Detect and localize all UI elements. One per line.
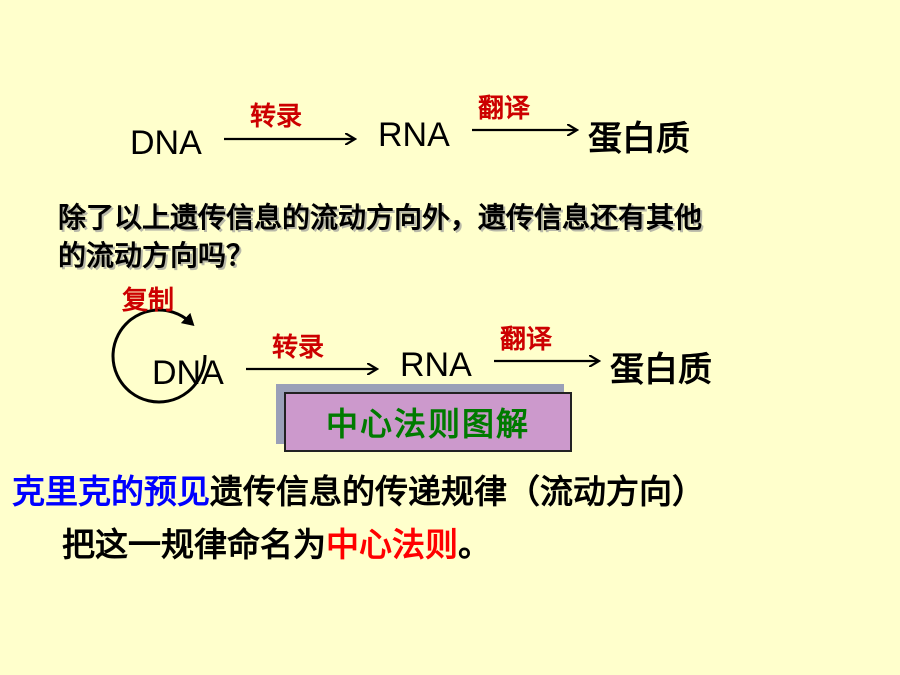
question-line-1: 除了以上遗传信息的流动方向外，遗传信息还有其他 bbox=[58, 201, 703, 234]
rna-label-2: RNA bbox=[400, 346, 472, 384]
rna-label-1: RNA bbox=[378, 116, 450, 154]
crick-prediction-highlight: 克里克的预见 bbox=[12, 472, 210, 511]
paragraph-line-2-suffix: 。 bbox=[458, 525, 491, 564]
paragraph-line-1: 克里克的预见遗传信息的传递规律（流动方向） bbox=[12, 475, 705, 508]
caption-text: 中心法则图解 bbox=[325, 405, 530, 443]
replication-loop-arrow bbox=[111, 308, 207, 404]
translation-label-2: 翻译 bbox=[500, 325, 553, 355]
translation-label-1: 翻译 bbox=[478, 94, 531, 124]
dna-label-1: DNA bbox=[130, 124, 202, 162]
replication-label: 复制 bbox=[122, 286, 175, 316]
protein-label-2: 蛋白质 bbox=[610, 350, 712, 390]
question-line-2: 的流动方向吗？ bbox=[58, 239, 255, 272]
paragraph-line-1-rest: 遗传信息的传递规律（流动方向） bbox=[210, 472, 705, 511]
central-dogma-highlight: 中心法则 bbox=[326, 525, 458, 564]
dna-label-2: DNA bbox=[152, 354, 224, 392]
paragraph-line-2-prefix: 把这一规律命名为 bbox=[62, 525, 326, 564]
paragraph-line-2: 把这一规律命名为中心法则。 bbox=[62, 528, 491, 561]
protein-label-1: 蛋白质 bbox=[588, 119, 690, 159]
transcription-label-2: 转录 bbox=[272, 333, 325, 363]
central-dogma-caption-box: 中心法则图解 bbox=[284, 392, 572, 452]
transcription-label-1: 转录 bbox=[250, 102, 303, 132]
